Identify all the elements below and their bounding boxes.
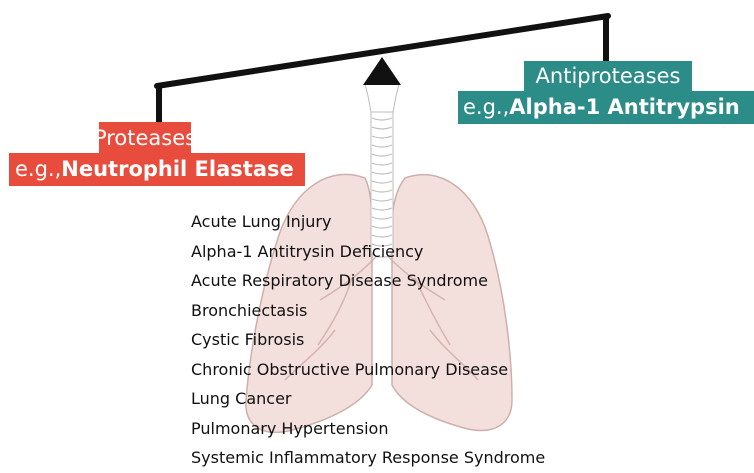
disease-item: Bronchiectasis: [191, 296, 545, 326]
larynx: [365, 84, 399, 112]
disease-item: Chronic Obstructive Pulmonary Disease: [191, 355, 545, 385]
proteases-example-prefix: e.g.,: [15, 159, 61, 180]
antiproteases-label: Antiproteases: [524, 61, 692, 91]
disease-item: Lung Cancer: [191, 384, 545, 414]
proteases-example: e.g., Neutrophil Elastase: [9, 153, 305, 186]
antiproteases-example-prefix: e.g.,: [463, 97, 509, 118]
disease-item: Acute Lung Injury: [191, 207, 545, 237]
fulcrum: [363, 57, 401, 85]
proteases-label: Proteases: [99, 122, 191, 154]
neutrophil-elastase-label: Neutrophil Elastase: [61, 159, 293, 180]
disease-list: Acute Lung Injury Alpha-1 Antitrysin Def…: [191, 207, 545, 473]
disease-item: Alpha-1 Antitrysin Deficiency: [191, 237, 545, 267]
disease-item: Cystic Fibrosis: [191, 325, 545, 355]
disease-item: Pulmonary Hypertension: [191, 414, 545, 444]
disease-item: Acute Respiratory Disease Syndrome: [191, 266, 545, 296]
alpha-1-antitrypsin-label: Alpha-1 Antitrypsin: [509, 97, 739, 118]
disease-item: Systemic Inflammatory Response Syndrome: [191, 443, 545, 473]
antiproteases-example: e.g., Alpha-1 Antitrypsin: [458, 91, 754, 124]
